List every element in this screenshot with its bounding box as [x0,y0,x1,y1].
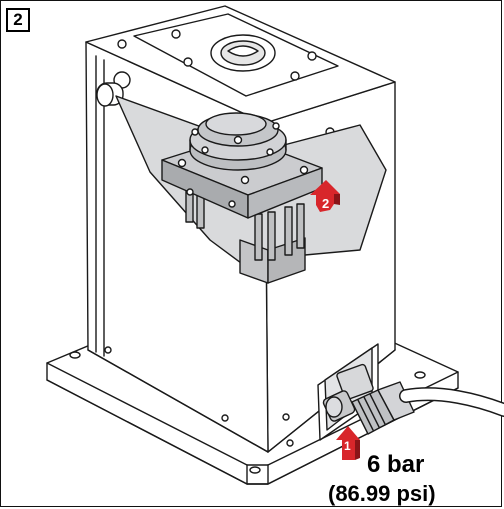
clamping-block [161,112,323,219]
callout-label-1: 1 [344,439,351,453]
pressure-psi-label: (86.99 psi) [328,481,436,506]
step-number-badge: 2 [6,8,30,32]
callout-arrow-2: 2 [310,180,340,212]
callout-arrow-1: 1 [336,426,360,460]
callout-label-2: 2 [322,196,329,211]
air-connector [317,343,504,441]
pressure-value-label: 6 bar [367,451,425,478]
